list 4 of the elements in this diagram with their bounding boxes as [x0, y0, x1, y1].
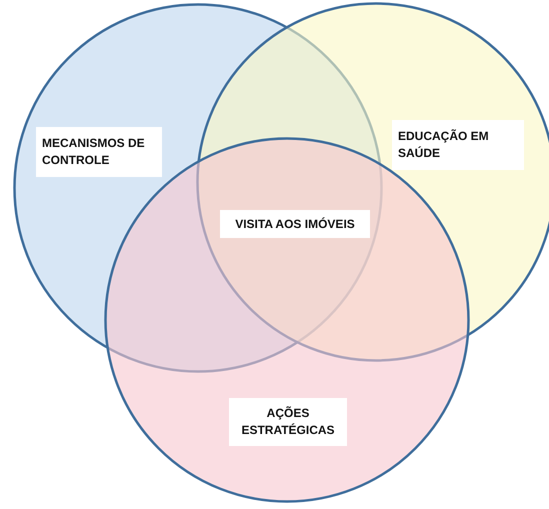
circle-label: AÇÕES ESTRATÉGICAS: [229, 398, 347, 446]
circle-label: MECANISMOS DE CONTROLE: [36, 127, 162, 177]
circle-label: EDUCAÇÃO EM SAÚDE: [392, 120, 524, 170]
overlap-label: VISITA AOS IMÓVEIS: [220, 210, 370, 238]
